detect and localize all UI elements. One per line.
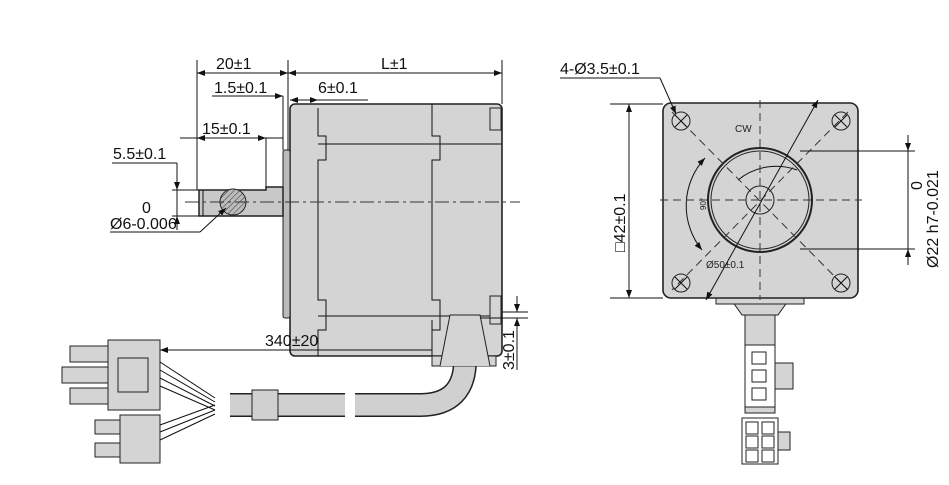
angle-label: 90° [699,198,708,210]
dim-shaft-length: 20±1 [216,56,252,73]
dim-pilot: Ø22 h7-0.021 [925,170,942,268]
rotation-label: CW [735,124,752,135]
dim-pilot-tol-upper: 0 [909,181,926,190]
mounting-hole [831,273,851,293]
dimensions-front [560,77,915,301]
front-view: 4-Ø3.5±0.1 □42±0.1 0 Ø22 h7-0.021 CW 90°… [560,61,942,465]
dim-cable-length: 340±20 [265,333,318,350]
connector-left-upper [61,339,161,411]
dimensions-side [110,60,528,370]
connector-plug [741,417,779,465]
dim-flange-offset: 6±0.1 [318,80,358,97]
dim-flat-length: 15±0.1 [202,121,251,138]
cable-sleeve [251,389,279,421]
flange [282,149,291,319]
mounting-hole [671,273,691,293]
dim-square: □42±0.1 [612,193,629,252]
dim-flat-depth: 5.5±0.1 [113,146,166,163]
side-view: 20±1 L±1 1.5±0.1 6±0.1 15±0.1 5.5±0.1 0 … [61,56,528,464]
dim-bolt-circle: Ø50±0.1 [706,260,745,271]
dim-shaft-diameter: Ø6-0.006 [110,216,177,233]
connector-front [744,344,776,408]
dim-mounting-holes: 4-Ø3.5±0.1 [560,61,640,78]
connector-left-lower [94,414,161,464]
cable-wires [159,361,216,441]
mounting-hole [831,111,851,131]
mounting-hole [671,111,691,131]
dim-cable-offset: 3±0.1 [501,330,518,370]
dim-shaft-tol-upper: 0 [142,200,151,217]
dim-body-length: L±1 [381,56,408,73]
mounting-holes [671,111,851,293]
dim-flange-thickness: 1.5±0.1 [214,80,267,97]
